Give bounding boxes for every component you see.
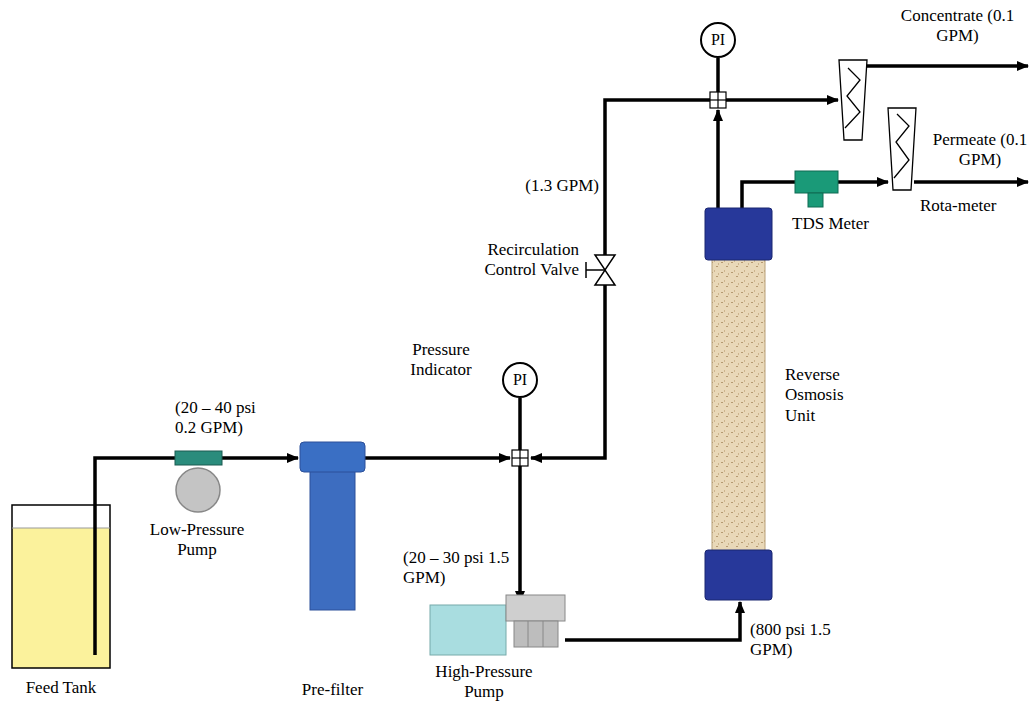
membrane-column xyxy=(712,258,765,552)
pump-feed-pipe xyxy=(518,466,522,602)
meter-body xyxy=(795,171,838,193)
top-cap xyxy=(705,208,772,260)
pipe-cross xyxy=(710,92,726,108)
high-pressure-pump xyxy=(430,595,565,655)
tds-meter xyxy=(795,171,838,207)
rotameter-float xyxy=(894,114,909,178)
control-valve xyxy=(586,255,615,285)
part-label: TDS Meter xyxy=(778,214,883,234)
valve-body xyxy=(595,255,615,270)
permeate-outlet-arrow xyxy=(914,180,1028,184)
pre-filter xyxy=(300,442,365,610)
pressure-gauge: PI xyxy=(700,22,736,58)
part-label: Pressure Indicator xyxy=(395,340,487,381)
part-label: Recirculation Control Valve xyxy=(455,240,579,281)
rotameter-tube xyxy=(888,108,916,190)
permeate-pipe xyxy=(838,180,888,184)
part-label: Feed Tank xyxy=(6,678,116,698)
gauge-text: PI xyxy=(513,372,527,388)
stream-label: Permeate (0.1 GPM) xyxy=(930,130,1030,171)
valve-body xyxy=(595,270,615,285)
part-label: High-Pressure Pump xyxy=(420,662,548,703)
part-label: Reverse Osmosis Unit xyxy=(785,365,867,426)
filter-housing xyxy=(310,470,355,610)
pipe-cross xyxy=(512,450,528,466)
pump-head xyxy=(506,595,565,621)
pressure-gauge: PI xyxy=(502,362,538,398)
part-label: Pre-filter xyxy=(280,680,385,700)
flow-label: (800 psi 1.5 GPM) xyxy=(750,620,842,661)
recirculation-pipe xyxy=(605,100,710,255)
low-pressure-pump xyxy=(175,451,222,512)
concentrate-outlet-arrow xyxy=(866,64,1028,68)
high-pressure-pipe xyxy=(565,602,740,640)
recirculation-return-pipe xyxy=(531,285,605,458)
gauge-text: PI xyxy=(711,32,725,48)
feed-pipe xyxy=(95,458,298,655)
valve-stem xyxy=(586,269,605,271)
pump-motor xyxy=(430,605,506,655)
rotameter-float xyxy=(845,68,860,128)
bottom-cap xyxy=(705,550,772,600)
part-label: Rota-meter xyxy=(920,196,1015,216)
cross-line xyxy=(710,99,726,100)
valve-handle xyxy=(585,262,587,278)
pump-piston xyxy=(543,621,544,647)
rotameters xyxy=(839,60,916,190)
filtered-pipe xyxy=(365,456,510,460)
ro-module xyxy=(705,208,772,600)
gauge-stub xyxy=(716,58,720,92)
pipes xyxy=(95,58,1028,655)
pump-manifold xyxy=(514,621,558,647)
part-label: Low-Pressure Pump xyxy=(135,520,259,561)
filter-cap xyxy=(300,442,365,472)
stream-label: Concentrate (0.1 GPM) xyxy=(895,6,1020,47)
pump-head xyxy=(175,451,222,465)
permeate-pipe xyxy=(742,182,795,208)
flow-label: (1.3 GPM) xyxy=(515,176,599,196)
flow-label: (20 – 40 psi 0.2 GPM) xyxy=(175,398,277,439)
concentrate-pipe xyxy=(726,98,838,102)
pump-motor xyxy=(176,468,220,512)
meter-probe xyxy=(808,193,823,207)
concentrate-outlet-pipe xyxy=(716,110,720,208)
flow-label: (20 – 30 psi 1.5 GPM) xyxy=(403,548,511,589)
cross-line xyxy=(512,457,528,458)
pump-piston xyxy=(528,621,529,647)
gauge-stub xyxy=(518,398,522,450)
rotameter-tube xyxy=(839,60,867,140)
